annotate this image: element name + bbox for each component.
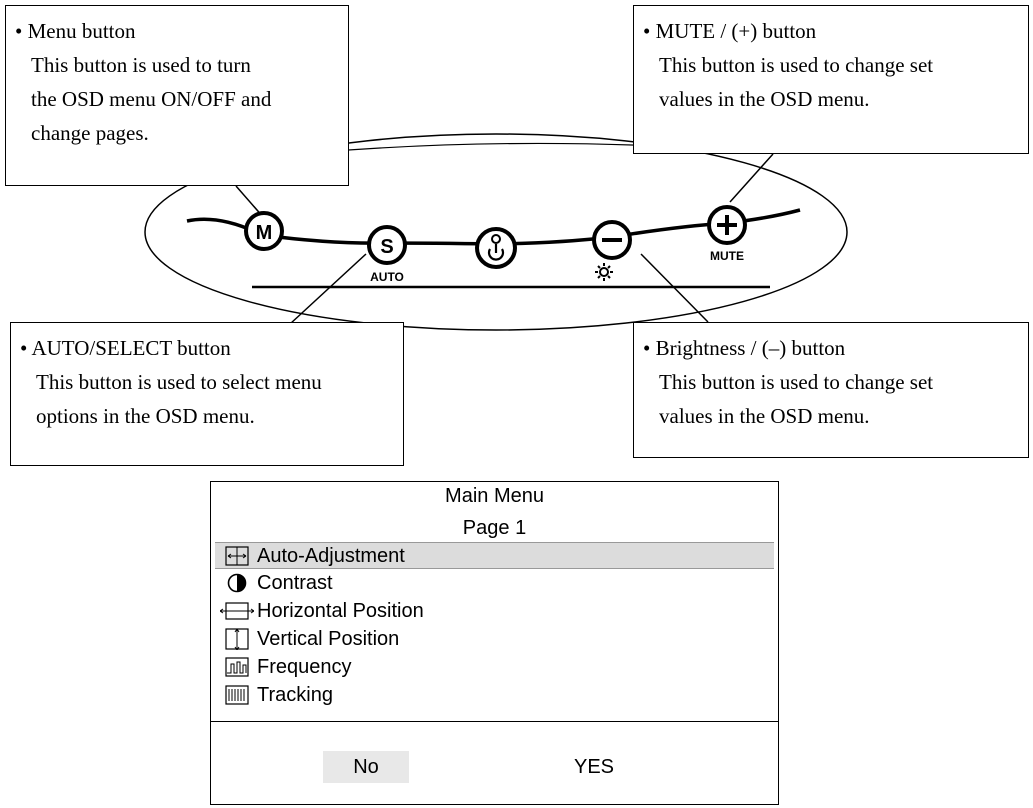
- callout-menu-line-2: the OSD menu ON/OFF and: [31, 87, 272, 111]
- osd-main-menu: Main Menu Page 1 Auto-Adjustment Contras…: [210, 481, 779, 805]
- tracking-icon: [225, 685, 249, 705]
- callout-menu-line-1: This button is used to turn: [31, 53, 251, 77]
- mute-plus-button[interactable]: MUTE: [707, 205, 747, 263]
- callout-mute-line-1: This button is used to change set: [659, 53, 934, 77]
- osd-item-label: Auto-Adjustment: [257, 545, 405, 567]
- menu-button[interactable]: M: [244, 211, 284, 251]
- contrast-icon: [227, 573, 247, 593]
- callout-menu-button: • Menu button This button is used to tur…: [5, 5, 349, 186]
- osd-page-indicator: Page 1: [462, 517, 527, 539]
- power-button[interactable]: [475, 227, 517, 269]
- osd-item-label: Tracking: [257, 684, 333, 706]
- power-icon: [487, 234, 505, 261]
- callout-menu-line-3: change pages.: [31, 121, 149, 145]
- osd-item-frequency[interactable]: Frequency: [215, 654, 774, 681]
- brightness-button[interactable]: [592, 220, 632, 281]
- vertical-position-icon: [225, 628, 249, 650]
- callout-auto-line-1: This button is used to select menu: [36, 370, 322, 394]
- osd-no-button[interactable]: No: [323, 751, 409, 783]
- leader-mute: [729, 153, 774, 203]
- panel-outline: [144, 133, 848, 331]
- osd-yes-button[interactable]: YES: [573, 756, 615, 778]
- callout-brightness-line-1: This button is used to change set: [659, 370, 934, 394]
- osd-divider: [211, 721, 778, 722]
- osd-item-label: Vertical Position: [257, 628, 400, 650]
- osd-item-label: Contrast: [257, 572, 333, 594]
- frequency-icon: [225, 657, 249, 677]
- leader-auto: [289, 253, 367, 325]
- callout-mute-title: • MUTE / (+) button: [643, 19, 817, 43]
- osd-item-horizontal-position[interactable]: Horizontal Position: [215, 598, 774, 625]
- auto-select-button-glyph: S: [380, 236, 393, 258]
- callout-auto-select-button: • AUTO/SELECT button This button is used…: [10, 322, 404, 466]
- leader-brightness: [640, 253, 709, 323]
- callout-brightness-button: • Brightness / (–) button This button is…: [633, 322, 1029, 458]
- callout-mute-line-2: values in the OSD menu.: [659, 87, 870, 111]
- callout-mute-button: • MUTE / (+) button This button is used …: [633, 5, 1029, 154]
- callout-auto-line-2: options in the OSD menu.: [36, 404, 255, 428]
- brightness-sun-icon: [595, 263, 613, 281]
- callout-brightness-line-2: values in the OSD menu.: [659, 404, 870, 428]
- auto-adjust-icon: [225, 546, 249, 566]
- control-panel-drawing: M S AUTO: [144, 133, 848, 331]
- horizontal-position-icon: [220, 602, 254, 620]
- callout-brightness-title: • Brightness / (–) button: [643, 336, 846, 360]
- osd-menu-title: Main Menu: [445, 485, 544, 507]
- menu-button-glyph: M: [256, 222, 273, 244]
- mute-label: MUTE: [710, 249, 744, 263]
- osd-item-tracking[interactable]: Tracking: [215, 682, 774, 709]
- osd-item-vertical-position[interactable]: Vertical Position: [215, 626, 774, 653]
- callout-auto-title: • AUTO/SELECT button: [20, 336, 231, 360]
- osd-item-auto-adjustment[interactable]: Auto-Adjustment: [215, 542, 774, 569]
- auto-label: AUTO: [370, 270, 404, 284]
- osd-item-label: Horizontal Position: [257, 600, 424, 622]
- auto-select-button[interactable]: S AUTO: [367, 225, 407, 284]
- osd-item-label: Frequency: [257, 656, 352, 678]
- callout-menu-title: • Menu button: [15, 19, 136, 43]
- osd-item-contrast[interactable]: Contrast: [215, 570, 774, 597]
